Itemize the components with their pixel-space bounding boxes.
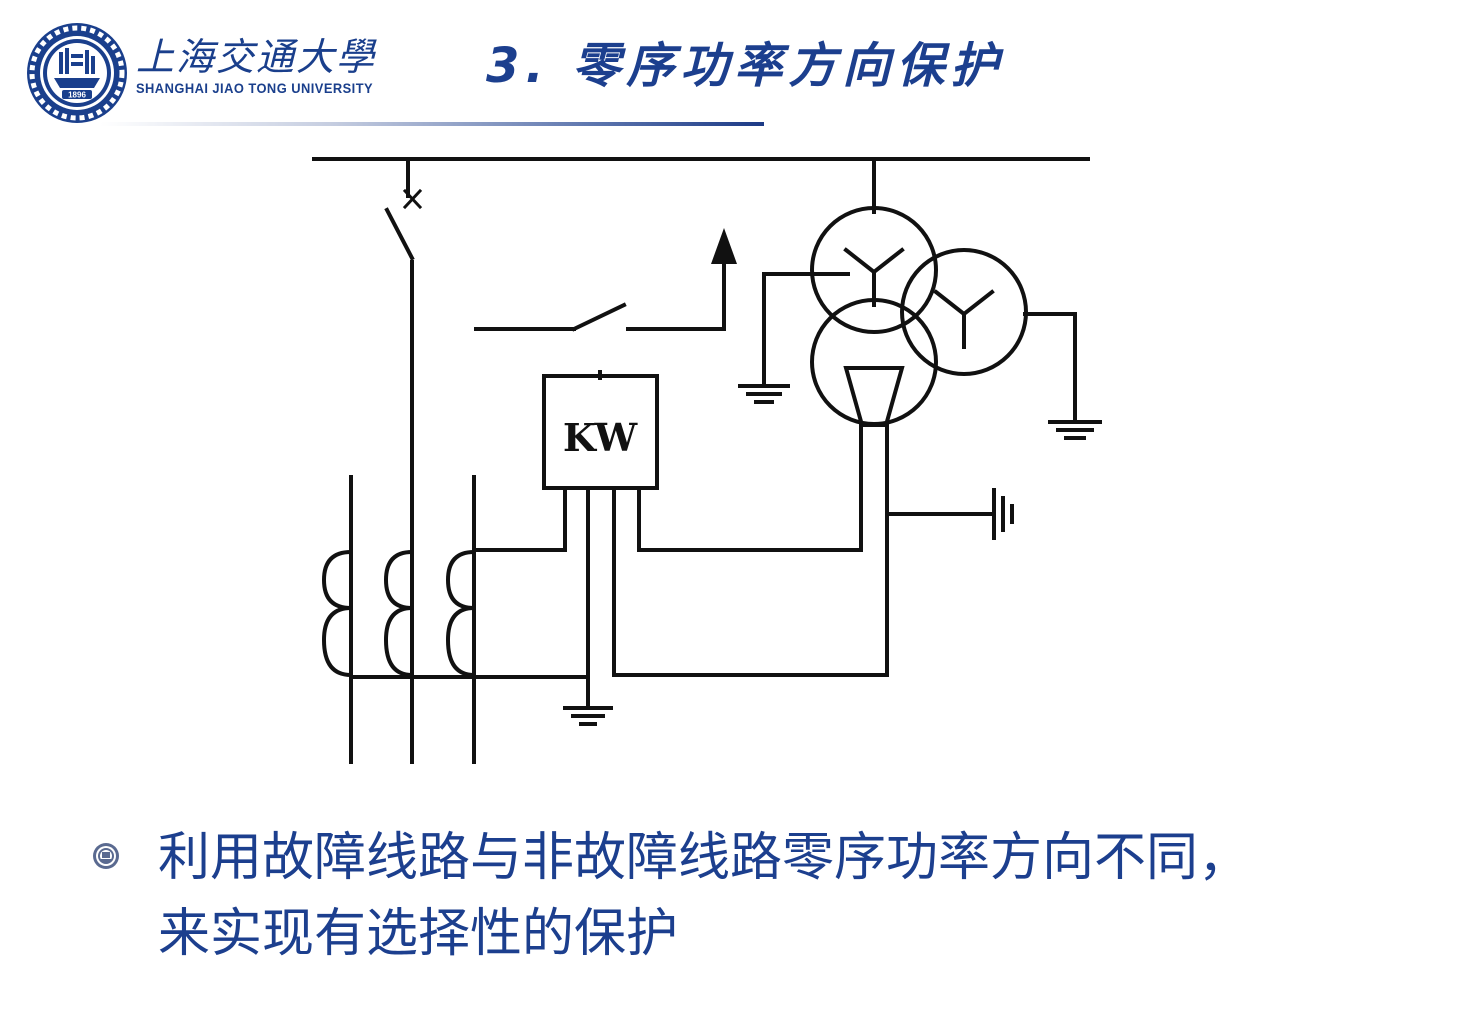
pt-winding-primary <box>810 206 938 334</box>
open-delta-symbol <box>843 366 905 427</box>
breaker-blade <box>384 207 415 261</box>
ground-symbol-secondary-neutral <box>1048 420 1102 440</box>
logo-year-text: 1896 <box>68 91 86 100</box>
ct-coil-phase-c <box>445 549 477 678</box>
slide-title: 3. 零序功率方向保护 <box>486 38 1005 94</box>
bullet-line-2: 来实现有选择性的保护 <box>158 904 679 964</box>
trip-output-arrow <box>711 228 737 264</box>
breaker-x-mark-b <box>402 188 423 210</box>
relay-label: KW <box>563 415 639 460</box>
ground-symbol-pt-tap <box>992 488 1014 540</box>
university-seal-logo: 1896 <box>27 23 127 123</box>
university-name-chinese: 上海交通大學 <box>136 35 377 79</box>
bullet-text: 利用故障线路与非故障线路零序功率方向不同， 来实现有选择性的保护 <box>158 820 1458 972</box>
star-symbol-secondary <box>933 289 995 349</box>
pt-winding-open-delta <box>810 298 938 426</box>
trip-contact-blade <box>571 302 627 332</box>
ct-coil-phase-a <box>321 549 354 678</box>
bullet-line-1: 利用故障线路与非故障线路零序功率方向不同， <box>158 828 1251 888</box>
title-underline <box>100 122 764 126</box>
ct-coil-phase-b <box>383 549 415 678</box>
ground-symbol-ct <box>563 706 613 726</box>
bullet-seal-icon <box>93 843 119 869</box>
ground-symbol-primary-neutral <box>738 384 790 404</box>
university-name-english: SHANGHAI JIAO TONG UNIVERSITY <box>136 80 374 96</box>
star-symbol-primary <box>843 247 905 307</box>
